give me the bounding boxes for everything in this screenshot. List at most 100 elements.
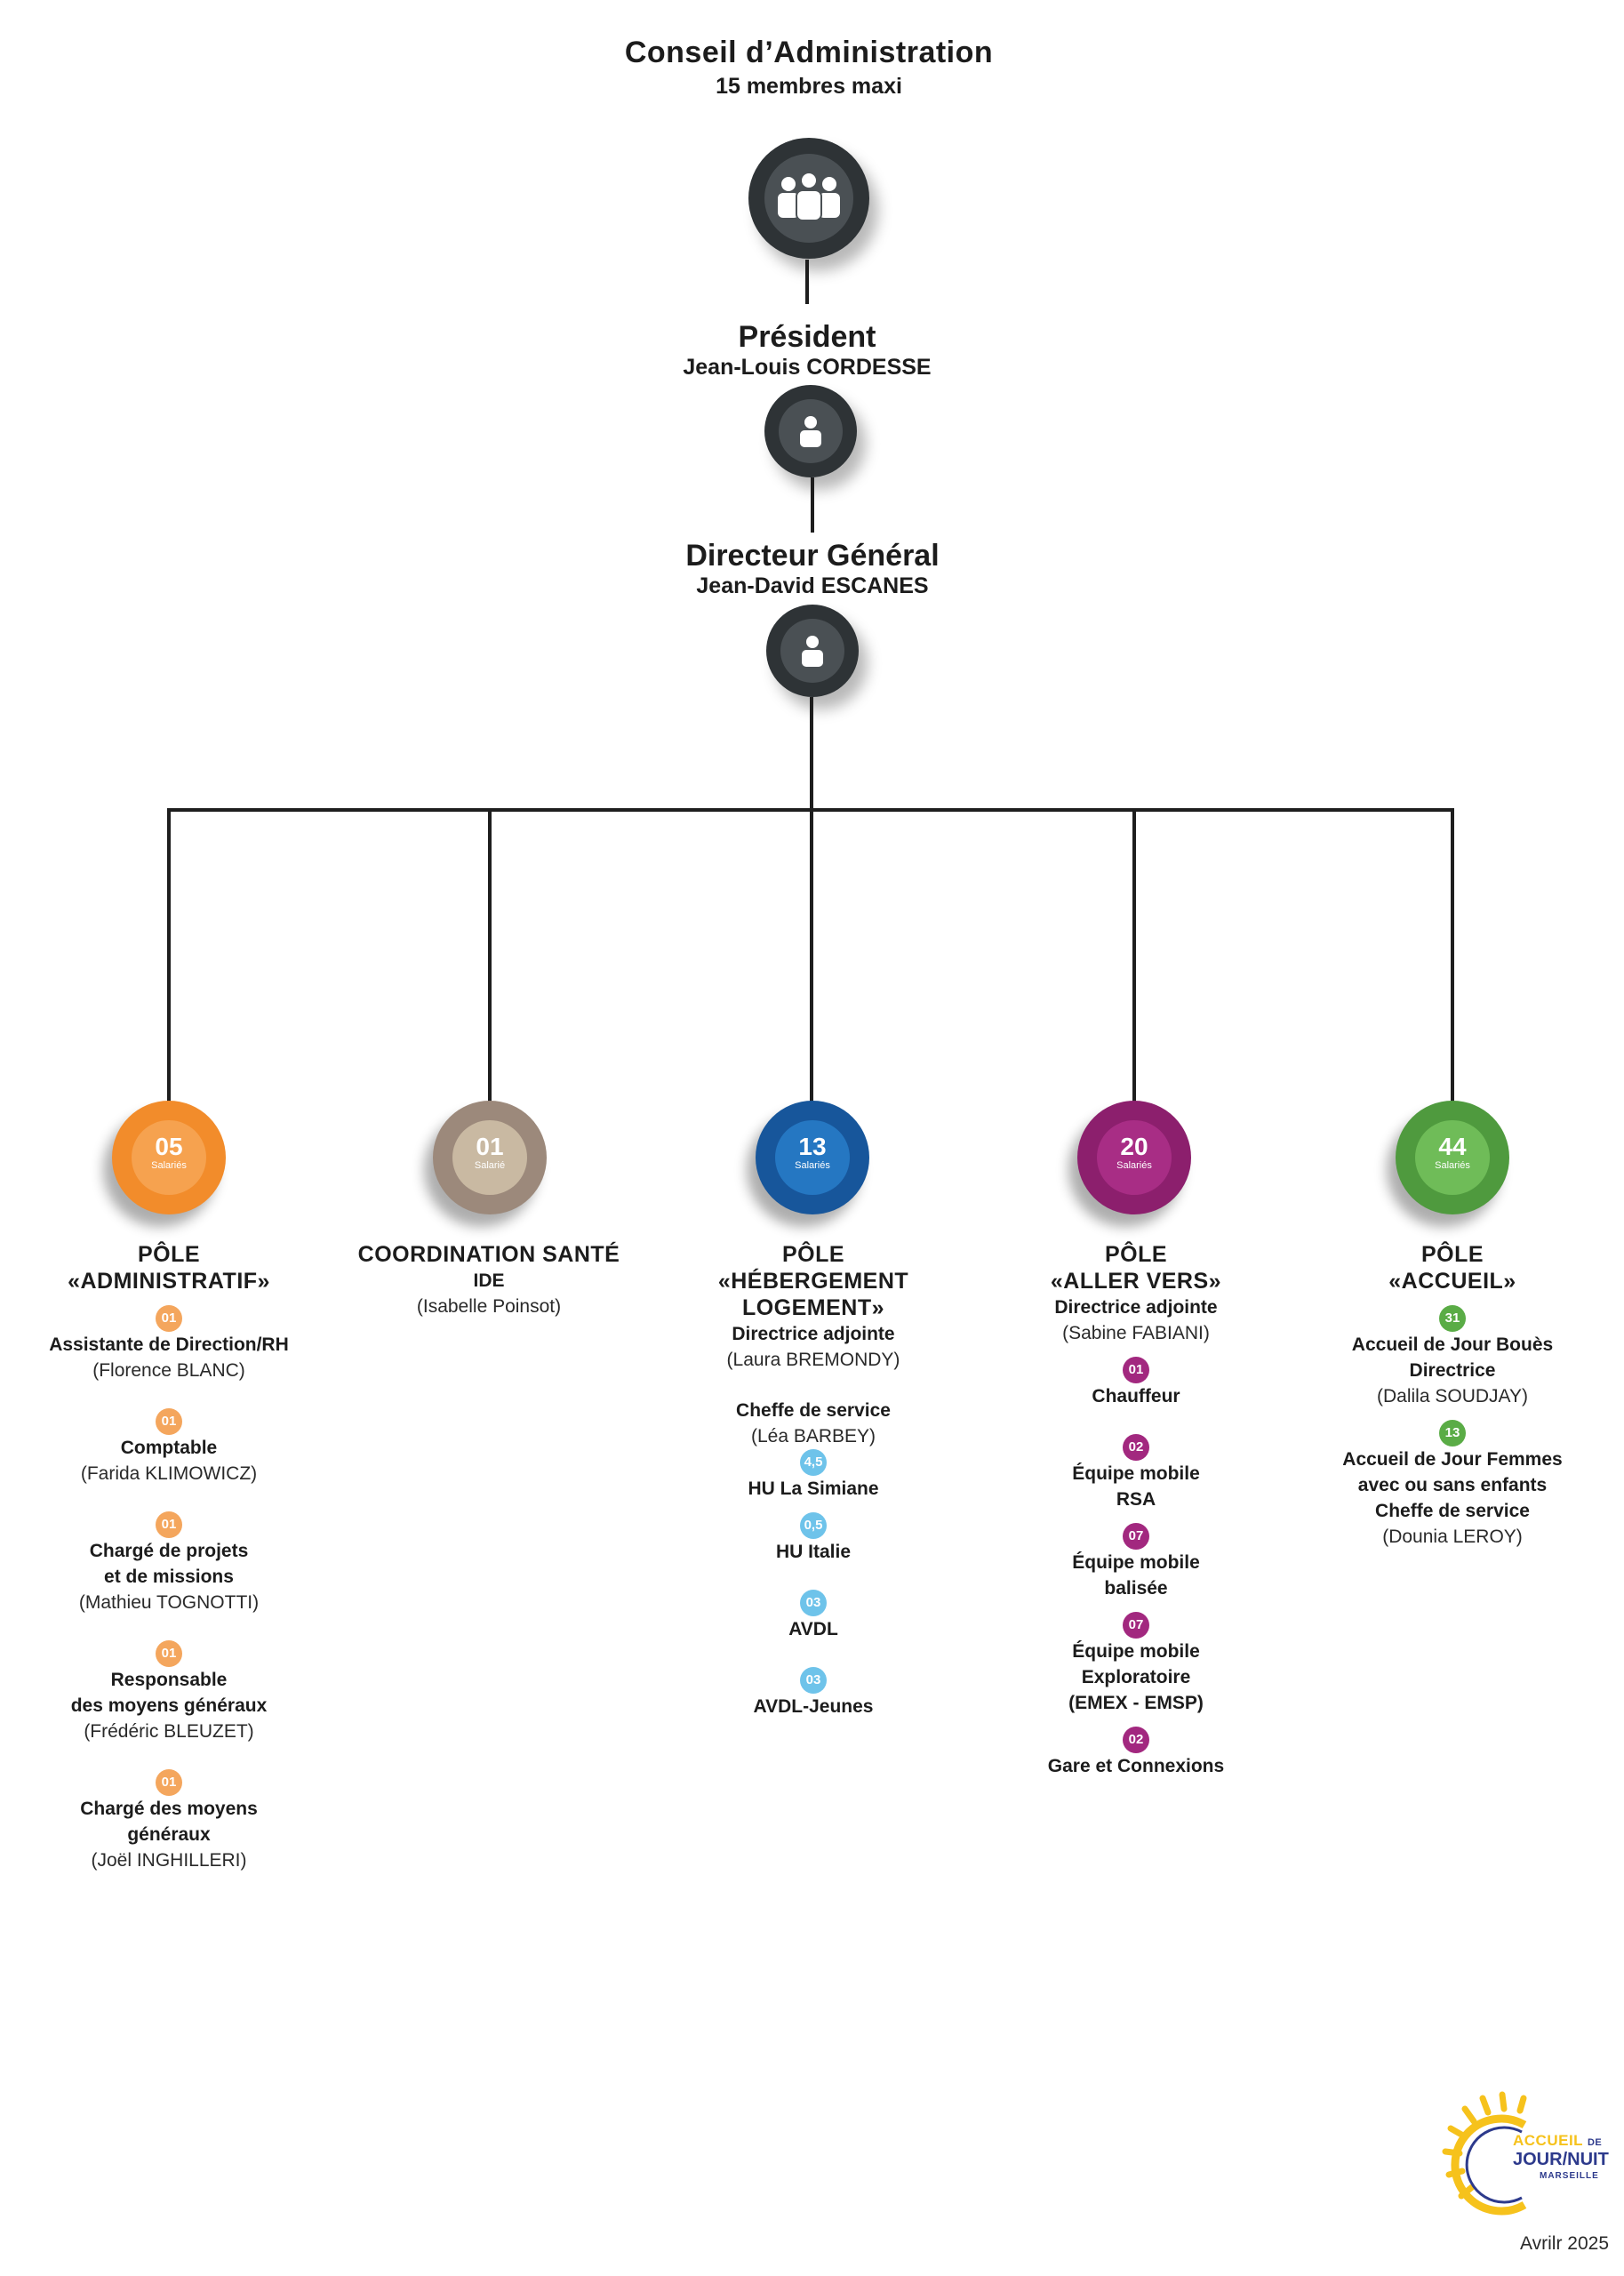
role-title: IDE bbox=[473, 1270, 505, 1291]
list-item: 01 Chauffeur bbox=[985, 1357, 1287, 1409]
service-name: HU Italie bbox=[775, 1542, 852, 1562]
connector-drop-accueil bbox=[1451, 808, 1454, 1102]
role-title: Chargé de projets bbox=[89, 1541, 249, 1561]
count-badge: 01 bbox=[156, 1640, 182, 1667]
president-name: Jean-Louis CORDESSE bbox=[683, 355, 932, 380]
role-title: Directrice adjointe bbox=[1054, 1297, 1218, 1318]
pole-column-administratif: PÔLE «ADMINISTRATIF» 01 Assistante de Di… bbox=[18, 1241, 320, 1873]
pole-title-line: «ADMINISTRATIF» bbox=[68, 1269, 270, 1294]
service-name: Équipe mobile bbox=[1072, 1463, 1200, 1484]
person-name: (Farida KLIMOWICZ) bbox=[80, 1463, 258, 1484]
list-item: 01 Chargé des moyens généraux (Joël INGH… bbox=[18, 1769, 320, 1873]
service-name: (EMEX - EMSP) bbox=[1068, 1693, 1204, 1713]
pole-title-line: LOGEMENT» bbox=[741, 1295, 885, 1320]
president-title: Président bbox=[738, 320, 876, 354]
role-title: des moyens généraux bbox=[70, 1695, 268, 1716]
list-item: 07 Équipe mobile balisée bbox=[985, 1523, 1287, 1601]
connector-director-bus bbox=[810, 697, 813, 811]
role-title: avec ou sans enfants bbox=[1357, 1475, 1548, 1495]
connector-drop-administratif bbox=[167, 808, 171, 1102]
president-header: Président Jean-Louis CORDESSE bbox=[540, 320, 1074, 381]
person-name: (Joël INGHILLERI) bbox=[91, 1850, 247, 1871]
list-item: 07 Équipe mobile Exploratoire (EMEX - EM… bbox=[985, 1612, 1287, 1716]
service-name: HU La Simiane bbox=[748, 1479, 879, 1499]
connector-drop-sante bbox=[488, 808, 492, 1102]
logo-text: MARSEILLE bbox=[1540, 2171, 1599, 2181]
list-item: 01 Comptable (Farida KLIMOWICZ) bbox=[18, 1408, 320, 1487]
person-icon bbox=[800, 416, 821, 447]
pole-count: 13 bbox=[798, 1133, 827, 1160]
service-name: Équipe mobile bbox=[1072, 1641, 1200, 1662]
count-badge: 07 bbox=[1123, 1612, 1149, 1639]
director-header: Directeur Général Jean-David ESCANES bbox=[546, 539, 1079, 599]
board-title: Conseil d’Administration bbox=[624, 36, 994, 69]
count-badge: 07 bbox=[1123, 1523, 1149, 1550]
connector-board-president bbox=[805, 260, 809, 304]
pole-node-sante: 01 Salarié bbox=[433, 1101, 547, 1214]
pole-count: 05 bbox=[155, 1133, 183, 1160]
service-name: Exploratoire bbox=[1081, 1667, 1191, 1687]
pole-title-line: PÔLE bbox=[1420, 1242, 1484, 1267]
person-name: (Laura BREMONDY) bbox=[726, 1350, 900, 1370]
pole-column-sante: COORDINATION SANTÉ IDE (Isabelle Poinsot… bbox=[338, 1241, 640, 1319]
count-badge: 31 bbox=[1439, 1305, 1466, 1332]
pole-count: 44 bbox=[1438, 1133, 1467, 1160]
connector-drop-aller-vers bbox=[1132, 808, 1136, 1102]
pole-count-label: Salariés bbox=[151, 1160, 187, 1171]
role-title: Cheffe de service bbox=[736, 1400, 891, 1421]
person-name: (Isabelle Poinsot) bbox=[416, 1296, 562, 1317]
director-node bbox=[766, 605, 859, 697]
count-badge: 13 bbox=[1439, 1420, 1466, 1447]
list-item: 02 Équipe mobile RSA bbox=[985, 1434, 1287, 1512]
count-badge: 03 bbox=[800, 1590, 827, 1616]
sun-icon bbox=[1442, 2091, 1527, 2216]
pole-title-line: PÔLE bbox=[137, 1242, 201, 1267]
pole-node-administratif: 05 Salariés bbox=[112, 1101, 226, 1214]
list-item: 13 Accueil de Jour Femmes avec ou sans e… bbox=[1301, 1420, 1604, 1550]
count-badge: 02 bbox=[1123, 1434, 1149, 1461]
board-subtitle: 15 membres maxi bbox=[716, 74, 902, 99]
pole-column-hebergement: PÔLE «HÉBERGEMENT LOGEMENT» Directrice a… bbox=[662, 1241, 964, 1719]
person-name: (Mathieu TOGNOTTI) bbox=[78, 1592, 260, 1613]
board-header: Conseil d’Administration 15 membres maxi bbox=[498, 36, 1120, 100]
service-name: Équipe mobile bbox=[1072, 1552, 1200, 1573]
person-name: (Frédéric BLEUZET) bbox=[84, 1721, 254, 1742]
role-title: généraux bbox=[127, 1824, 211, 1845]
footer-date: Avrilr 2025 bbox=[1520, 2233, 1609, 2254]
pole-title-line: «ACCUEIL» bbox=[1388, 1269, 1516, 1294]
logo-text: DE bbox=[1587, 2137, 1603, 2148]
pole-node-hebergement: 13 Salariés bbox=[756, 1101, 869, 1214]
person-icon bbox=[802, 636, 823, 667]
president-node bbox=[764, 385, 857, 477]
pole-count: 20 bbox=[1120, 1133, 1148, 1160]
list-item: 03 AVDL-Jeunes bbox=[662, 1667, 964, 1719]
service-name: RSA bbox=[1116, 1489, 1156, 1510]
person-name: (Léa BARBEY) bbox=[750, 1426, 876, 1447]
pole-count-label: Salarié bbox=[474, 1160, 506, 1171]
person-name: (Dounia LEROY) bbox=[1382, 1527, 1523, 1547]
connector-drop-hebergement bbox=[810, 808, 813, 1102]
pole-title-line: PÔLE bbox=[1104, 1242, 1168, 1267]
pole-column-accueil: PÔLE «ACCUEIL» 31 Accueil de Jour Bouès … bbox=[1301, 1241, 1604, 1550]
person-name: (Sabine FABIANI) bbox=[1062, 1323, 1210, 1343]
role-title: Assistante de Direction/RH bbox=[49, 1334, 289, 1355]
role-title: Accueil de Jour Bouès bbox=[1351, 1334, 1554, 1355]
list-item: 4,5 HU La Simiane bbox=[662, 1449, 964, 1502]
service-name: Gare et Connexions bbox=[1047, 1756, 1225, 1776]
person-name: (Dalila SOUDJAY) bbox=[1377, 1386, 1528, 1406]
pole-title-line: PÔLE bbox=[781, 1242, 845, 1267]
count-badge: 0,5 bbox=[800, 1512, 827, 1539]
count-badge: 01 bbox=[156, 1305, 182, 1332]
group-icon bbox=[778, 172, 840, 221]
service-name: AVDL-Jeunes bbox=[753, 1696, 874, 1717]
director-title: Directeur Général bbox=[685, 539, 940, 573]
logo-text: JOUR/NUIT bbox=[1513, 2150, 1609, 2169]
count-badge: 4,5 bbox=[800, 1449, 827, 1476]
count-badge: 01 bbox=[156, 1408, 182, 1435]
connector-president-director bbox=[811, 477, 814, 533]
role-title: Cheffe de service bbox=[1375, 1501, 1530, 1521]
pole-column-aller-vers: PÔLE «ALLER VERS» Directrice adjointe (S… bbox=[985, 1241, 1287, 1779]
role-title: Directrice bbox=[1409, 1360, 1496, 1381]
pole-count: 01 bbox=[476, 1133, 504, 1160]
service-name: AVDL bbox=[788, 1619, 838, 1639]
